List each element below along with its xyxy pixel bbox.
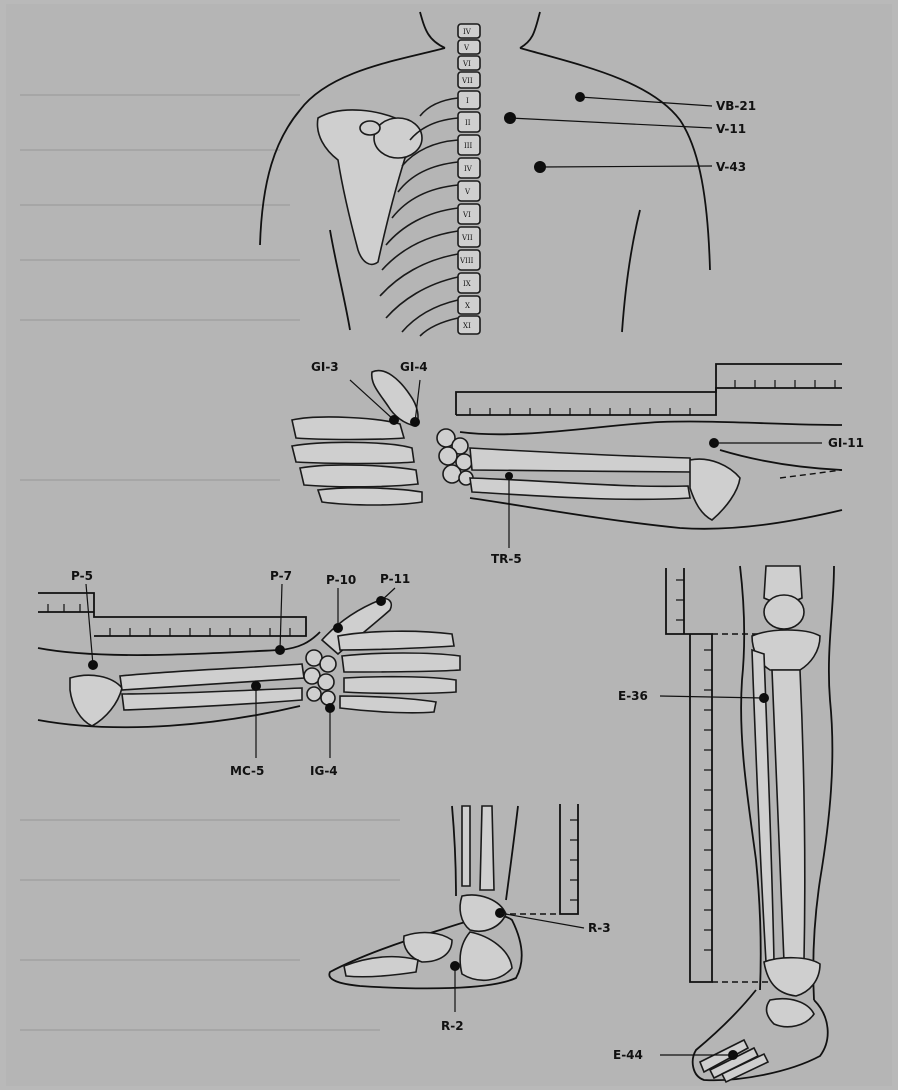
r3-label: R-3: [588, 921, 611, 935]
background-texture: [20, 95, 400, 1030]
vertebra-label: I: [466, 97, 469, 105]
foot-figure: R-3 R-2: [329, 804, 610, 1033]
p10-label: P-10: [326, 573, 356, 587]
forearm-volar-figure: P-5 P-7 P-10 P-11 MC-5 IG-4: [38, 569, 460, 778]
leg-figure: E-36 E-44: [613, 566, 834, 1082]
v43-label: V-43: [716, 160, 746, 174]
gi11-label: GI-11: [828, 436, 864, 450]
gi4-label: GI-4: [400, 360, 428, 374]
carpal-bones: [437, 429, 473, 485]
back-figure: IV V VI VII I II III IV V VI VII VIII IX…: [260, 12, 756, 336]
vb21-label: VB-21: [716, 99, 756, 113]
ig4-label: IG-4: [310, 764, 338, 778]
p7-label: P-7: [270, 569, 292, 583]
vertebra-label: II: [465, 119, 471, 127]
e44-label: E-44: [613, 1048, 643, 1062]
vertebra-label: VII: [461, 234, 473, 242]
carpal-bones: [304, 650, 336, 705]
tr5-label: TR-5: [491, 552, 522, 566]
vertebra-label: VI: [462, 211, 471, 219]
vertebra-label: X: [465, 302, 470, 310]
vertebra-label: XI: [463, 322, 471, 330]
p11-label: P-11: [380, 572, 410, 586]
gi3-label: GI-3: [311, 360, 339, 374]
mc5-label: MC-5: [230, 764, 264, 778]
p5-label: P-5: [71, 569, 93, 583]
e36-label: E-36: [618, 689, 648, 703]
vertebra-label: III: [464, 142, 473, 150]
vertebra-label: VI: [462, 60, 471, 68]
r2-label: R-2: [441, 1019, 464, 1033]
vertebra-label: V: [464, 188, 471, 196]
vertebra-label: IX: [463, 280, 471, 288]
vertebra-label: IV: [464, 165, 473, 173]
forearm-dorsal-figure: GI-3 GI-4 GI-11 TR-5: [292, 360, 864, 566]
v11-label: V-11: [716, 122, 746, 136]
vertebra-label: VIII: [459, 257, 474, 265]
vertebra-label: IV: [463, 28, 472, 36]
vertebra-label: V: [463, 44, 470, 52]
vertebra-label: VII: [461, 77, 473, 85]
